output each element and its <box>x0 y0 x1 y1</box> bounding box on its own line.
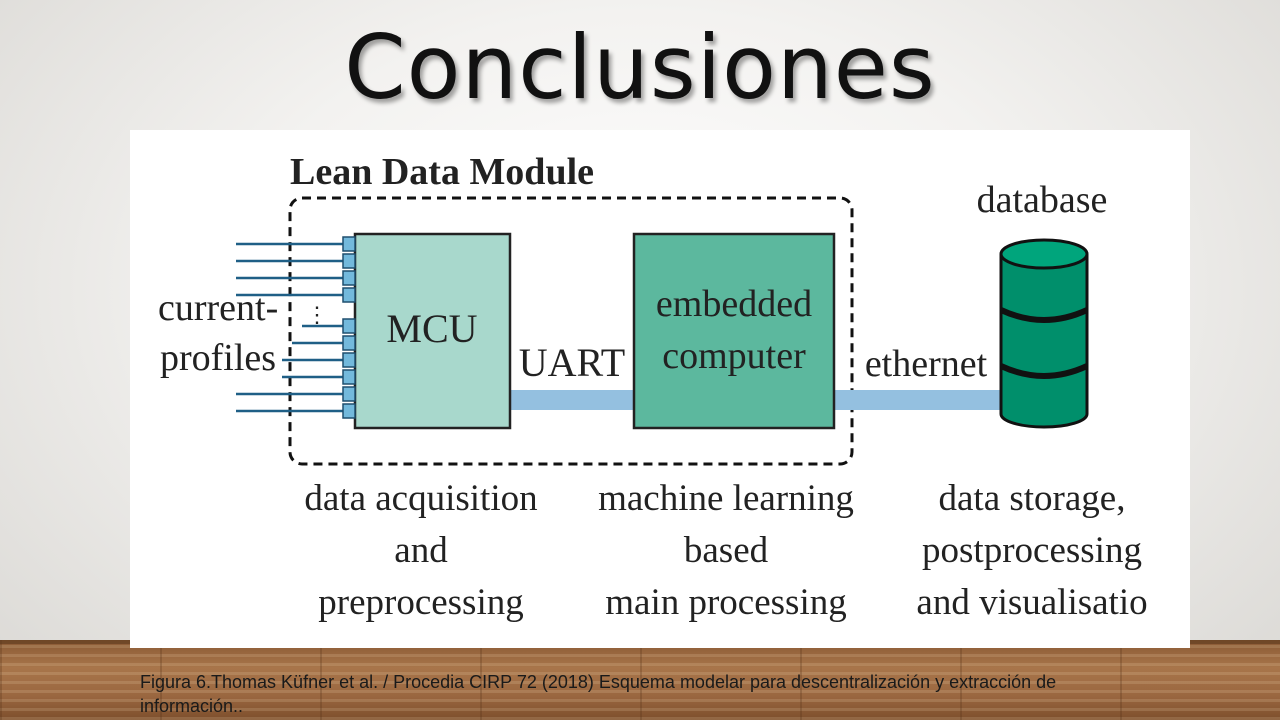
stage-storage-line1: data storage, <box>939 478 1126 519</box>
figure-caption: Figura 6.Thomas Küfner et al. / Procedia… <box>140 672 1057 716</box>
stage-processing-line2: based <box>684 530 769 571</box>
input-label-line2: profiles <box>160 337 276 379</box>
mcu-pin <box>342 369 356 385</box>
mcu-pin <box>342 335 356 351</box>
database-icon <box>999 238 1089 429</box>
computer-label-line1: embedded <box>656 283 812 325</box>
input-label-line1: current- <box>158 287 278 329</box>
stage-acquisition-line2: and <box>394 530 448 571</box>
stage-storage-line3: and visualisatio <box>916 582 1147 623</box>
mcu-pin <box>342 403 356 419</box>
stage-storage-line2: postprocessing <box>922 530 1142 571</box>
mcu-label: MCU <box>386 306 477 351</box>
computer-label-line2: computer <box>662 335 806 377</box>
mcu-pin <box>342 236 356 252</box>
architecture-figure: Lean Data Module current- profiles ⋮ <box>130 130 1190 648</box>
pins-ellipsis: ⋮ <box>306 302 328 327</box>
uart-connector <box>510 390 634 410</box>
mcu-pin <box>342 253 356 269</box>
ethernet-label: ethernet <box>865 343 988 385</box>
embedded-computer-block <box>632 232 836 430</box>
stage-acquisition-line3: preprocessing <box>318 582 524 623</box>
module-boundary <box>288 196 854 466</box>
slide-title: Conclusiones <box>344 16 936 119</box>
stage-processing: machine learning based main processing <box>598 478 854 623</box>
input-lines <box>236 242 343 413</box>
architecture-diagram: Lean Data Module current- profiles ⋮ <box>158 151 1148 623</box>
mcu-pin <box>342 318 356 334</box>
database-label: database <box>977 179 1108 221</box>
stage-acquisition: data acquisition and preprocessing <box>304 478 537 623</box>
stage-processing-line1: machine learning <box>598 478 854 519</box>
module-label: Lean Data Module <box>290 151 594 193</box>
wood-floor <box>0 640 1280 720</box>
uart-label: UART <box>519 340 625 385</box>
mcu-pins <box>342 236 356 419</box>
mcu-pin <box>342 287 356 303</box>
ethernet-connector <box>835 390 1007 410</box>
stage-storage: data storage, postprocessing and visuali… <box>916 478 1147 623</box>
mcu-pin <box>342 270 356 286</box>
stage-processing-line3: main processing <box>605 582 846 623</box>
stage-acquisition-line1: data acquisition <box>304 478 537 519</box>
mcu-pin <box>342 352 356 368</box>
mcu-pin <box>342 386 356 402</box>
